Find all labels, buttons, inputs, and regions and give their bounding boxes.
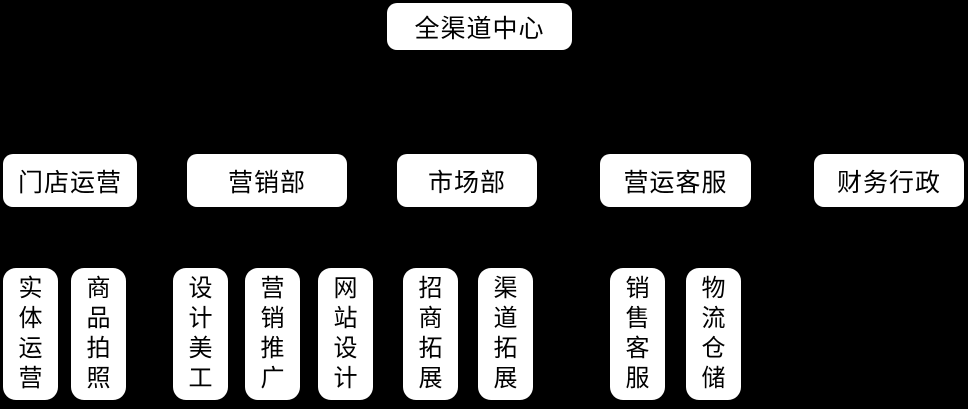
node-channel-expansion: 渠道拓展 bbox=[478, 268, 533, 400]
node-label: 商品拍照 bbox=[86, 276, 111, 392]
node-label: 门店运营 bbox=[17, 169, 122, 197]
node-label: 销售客服 bbox=[625, 276, 650, 392]
node-label: 网站设计 bbox=[333, 276, 358, 392]
node-label: 营销部 bbox=[227, 169, 306, 197]
node-label: 市场部 bbox=[427, 169, 506, 197]
node-website-design: 网站设计 bbox=[318, 268, 373, 400]
node-sales-customer-service: 销售客服 bbox=[610, 268, 665, 400]
node-design-art: 设计美工 bbox=[173, 268, 228, 400]
node-label: 物流仓储 bbox=[701, 276, 726, 392]
node-label: 设计美工 bbox=[188, 276, 213, 392]
node-label: 营销推广 bbox=[260, 276, 285, 392]
node-label: 全渠道中心 bbox=[414, 15, 545, 43]
node-logistics-warehousing: 物流仓储 bbox=[686, 268, 741, 400]
node-market-dept: 市场部 bbox=[397, 154, 537, 207]
node-label: 渠道拓展 bbox=[493, 276, 518, 392]
node-label: 财务行政 bbox=[836, 169, 941, 197]
node-operations-customer-service: 营运客服 bbox=[600, 154, 751, 207]
node-store-operations: 门店运营 bbox=[3, 154, 137, 207]
node-label: 招商拓展 bbox=[418, 276, 443, 392]
node-marketing-promotion: 营销推广 bbox=[245, 268, 300, 400]
node-label: 营运客服 bbox=[623, 169, 728, 197]
node-finance-administration: 财务行政 bbox=[814, 154, 964, 207]
node-physical-operations: 实体运营 bbox=[3, 268, 58, 400]
node-merchant-expansion: 招商拓展 bbox=[403, 268, 458, 400]
node-product-photography: 商品拍照 bbox=[71, 268, 126, 400]
node-marketing-dept: 营销部 bbox=[187, 154, 347, 207]
node-omni-channel-center: 全渠道中心 bbox=[387, 3, 572, 50]
node-label: 实体运营 bbox=[18, 276, 43, 392]
